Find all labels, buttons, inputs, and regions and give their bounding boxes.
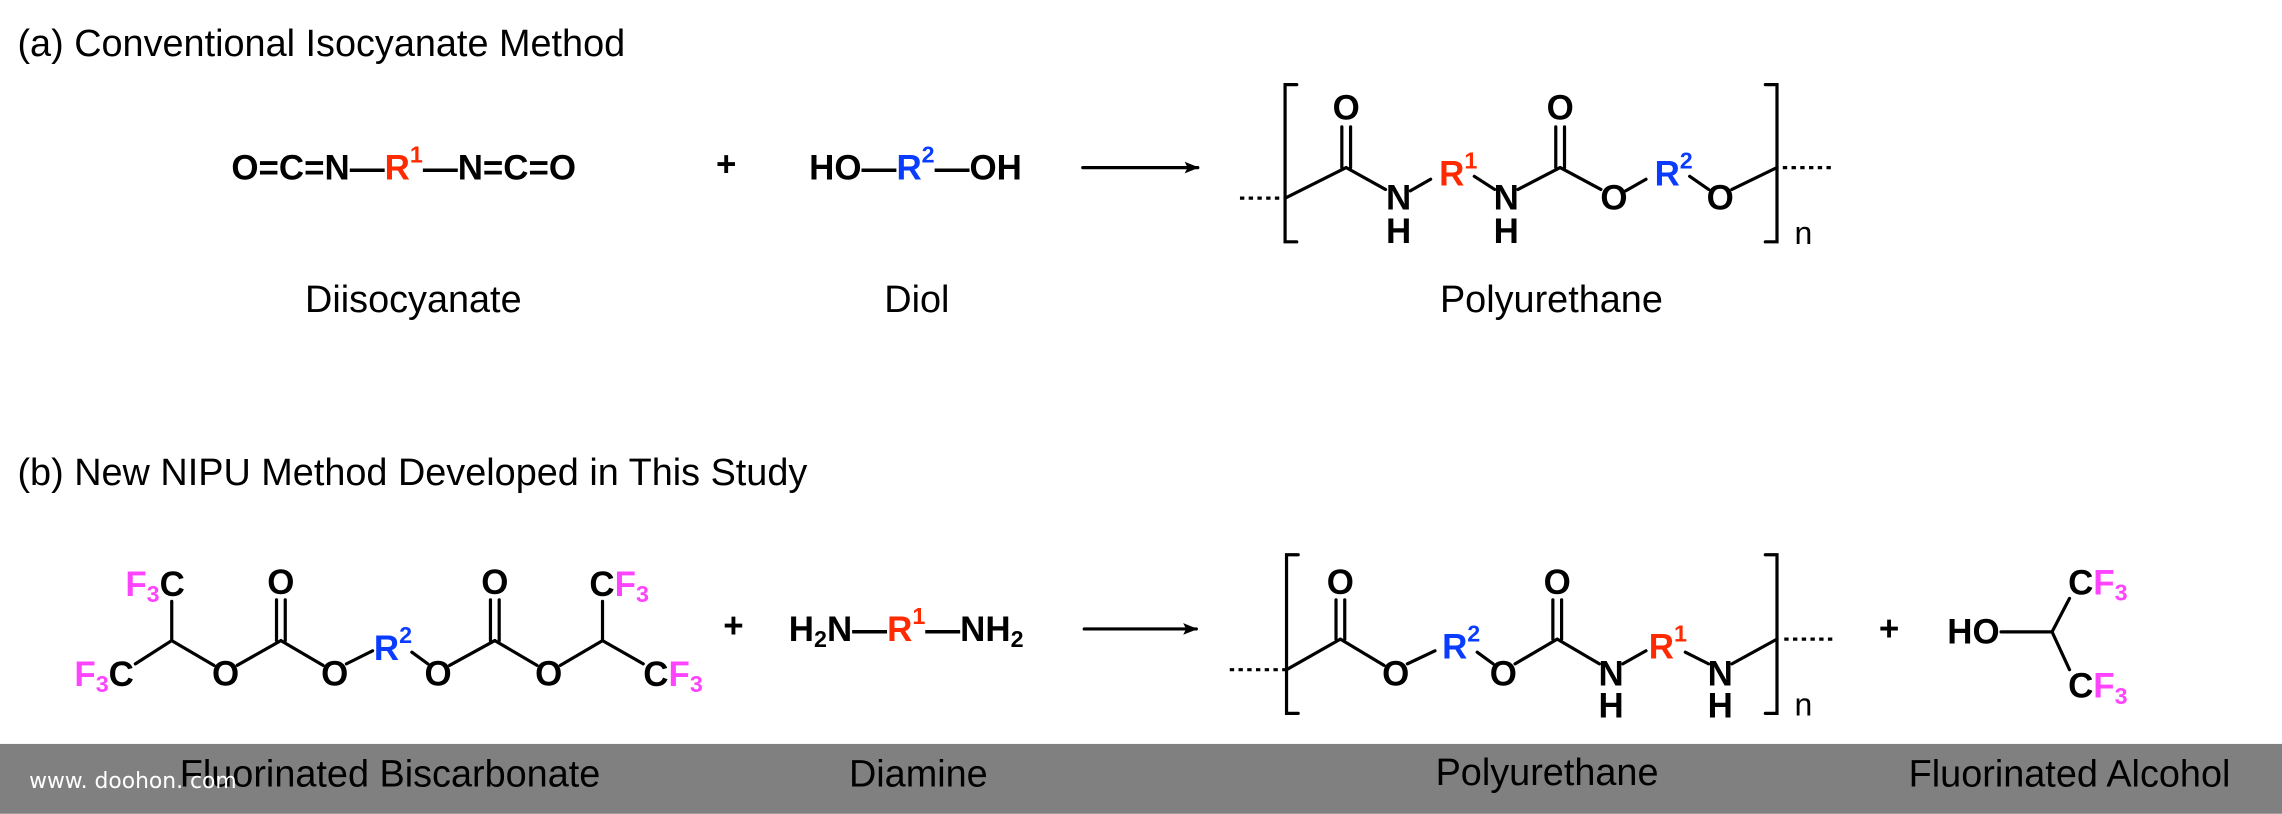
r1-group: R1 xyxy=(1439,147,1477,193)
label-diisocyanate: Diisocyanate xyxy=(305,279,522,321)
panel-b-title: (b) New NIPU Method Developed in This St… xyxy=(17,452,807,494)
atom-n: N xyxy=(1708,655,1733,694)
repeat-index: n xyxy=(1794,215,1812,251)
repeat-index: n xyxy=(1794,687,1812,723)
label-polyurethane-b: Polyurethane xyxy=(1436,752,1659,794)
atom-h: H xyxy=(1598,687,1623,726)
atom-o: O xyxy=(267,563,294,602)
atom-h: H xyxy=(1494,212,1519,251)
plus-sign: + xyxy=(1879,609,1899,648)
atom-n: N xyxy=(1494,179,1519,218)
r2-group: R2 xyxy=(374,622,412,668)
atom-o: O xyxy=(212,655,239,694)
atom-o: O xyxy=(1544,563,1571,602)
atom-o: O xyxy=(1600,179,1627,218)
cf3-group: CF3 xyxy=(2068,666,2128,709)
polyurethane-a-structure: O N H R1 N H O O R2 O n xyxy=(1239,83,1831,251)
atom-o: O xyxy=(535,655,562,694)
label-fluorinated-biscarbonate: Fluorinated Biscarbonate xyxy=(180,753,601,795)
atom-o: O xyxy=(481,563,508,602)
atom-n: N xyxy=(1598,655,1623,694)
left-bracket xyxy=(1283,83,1299,244)
label-diol: Diol xyxy=(884,279,949,321)
cf3-group: F3C xyxy=(125,564,184,607)
panel-a-title: (a) Conventional Isocyanate Method xyxy=(17,23,625,65)
atom-o: O xyxy=(1333,88,1360,127)
diol-formula: HO—R2—OH xyxy=(809,141,1022,187)
atom-h: H xyxy=(1708,687,1733,726)
diamine-formula: H2N—R1—NH2 xyxy=(789,603,1024,652)
atom-o: O xyxy=(1327,563,1354,602)
r2-group: R2 xyxy=(1442,620,1480,666)
plus-sign: + xyxy=(723,607,743,646)
atom-h: H xyxy=(1386,212,1411,251)
atom-n: N xyxy=(1386,179,1411,218)
right-bracket xyxy=(1763,83,1779,244)
left-bracket xyxy=(1284,553,1300,715)
plus-sign: + xyxy=(716,145,736,184)
atom-o: O xyxy=(321,655,348,694)
right-bracket xyxy=(1763,553,1779,715)
cf3-group: CF3 xyxy=(2068,563,2128,606)
label-diamine: Diamine xyxy=(849,753,988,795)
r2-group: R2 xyxy=(1655,147,1693,193)
polyurethane-b-structure: O O R2 O O N H R1 N H n xyxy=(1229,553,1836,726)
label-polyurethane-a: Polyurethane xyxy=(1440,279,1663,321)
watermark: www. doohon. com xyxy=(29,769,237,794)
label-fluorinated-alcohol: Fluorinated Alcohol xyxy=(1909,753,2231,795)
fluorinated-biscarbonate-structure: F3C F3C O O O R2 O O O CF3 CF3 xyxy=(74,563,702,697)
fluorinated-alcohol-structure: HO CF3 CF3 xyxy=(1947,563,2127,709)
atom-o: O xyxy=(1382,655,1409,694)
r1-group: R1 xyxy=(1649,620,1687,666)
cf3-group: CF3 xyxy=(643,655,703,698)
atom-o: O xyxy=(1490,655,1517,694)
atom-o: O xyxy=(424,655,451,694)
diisocyanate-formula: O=C=N—R1—N=C=O xyxy=(231,141,576,187)
footer-band xyxy=(0,743,2282,814)
atom-o: O xyxy=(1707,179,1734,218)
hydroxyl-group: HO xyxy=(1947,612,1999,651)
cf3-group: CF3 xyxy=(589,564,649,607)
cf3-group: F3C xyxy=(74,655,133,698)
atom-o: O xyxy=(1547,88,1574,127)
